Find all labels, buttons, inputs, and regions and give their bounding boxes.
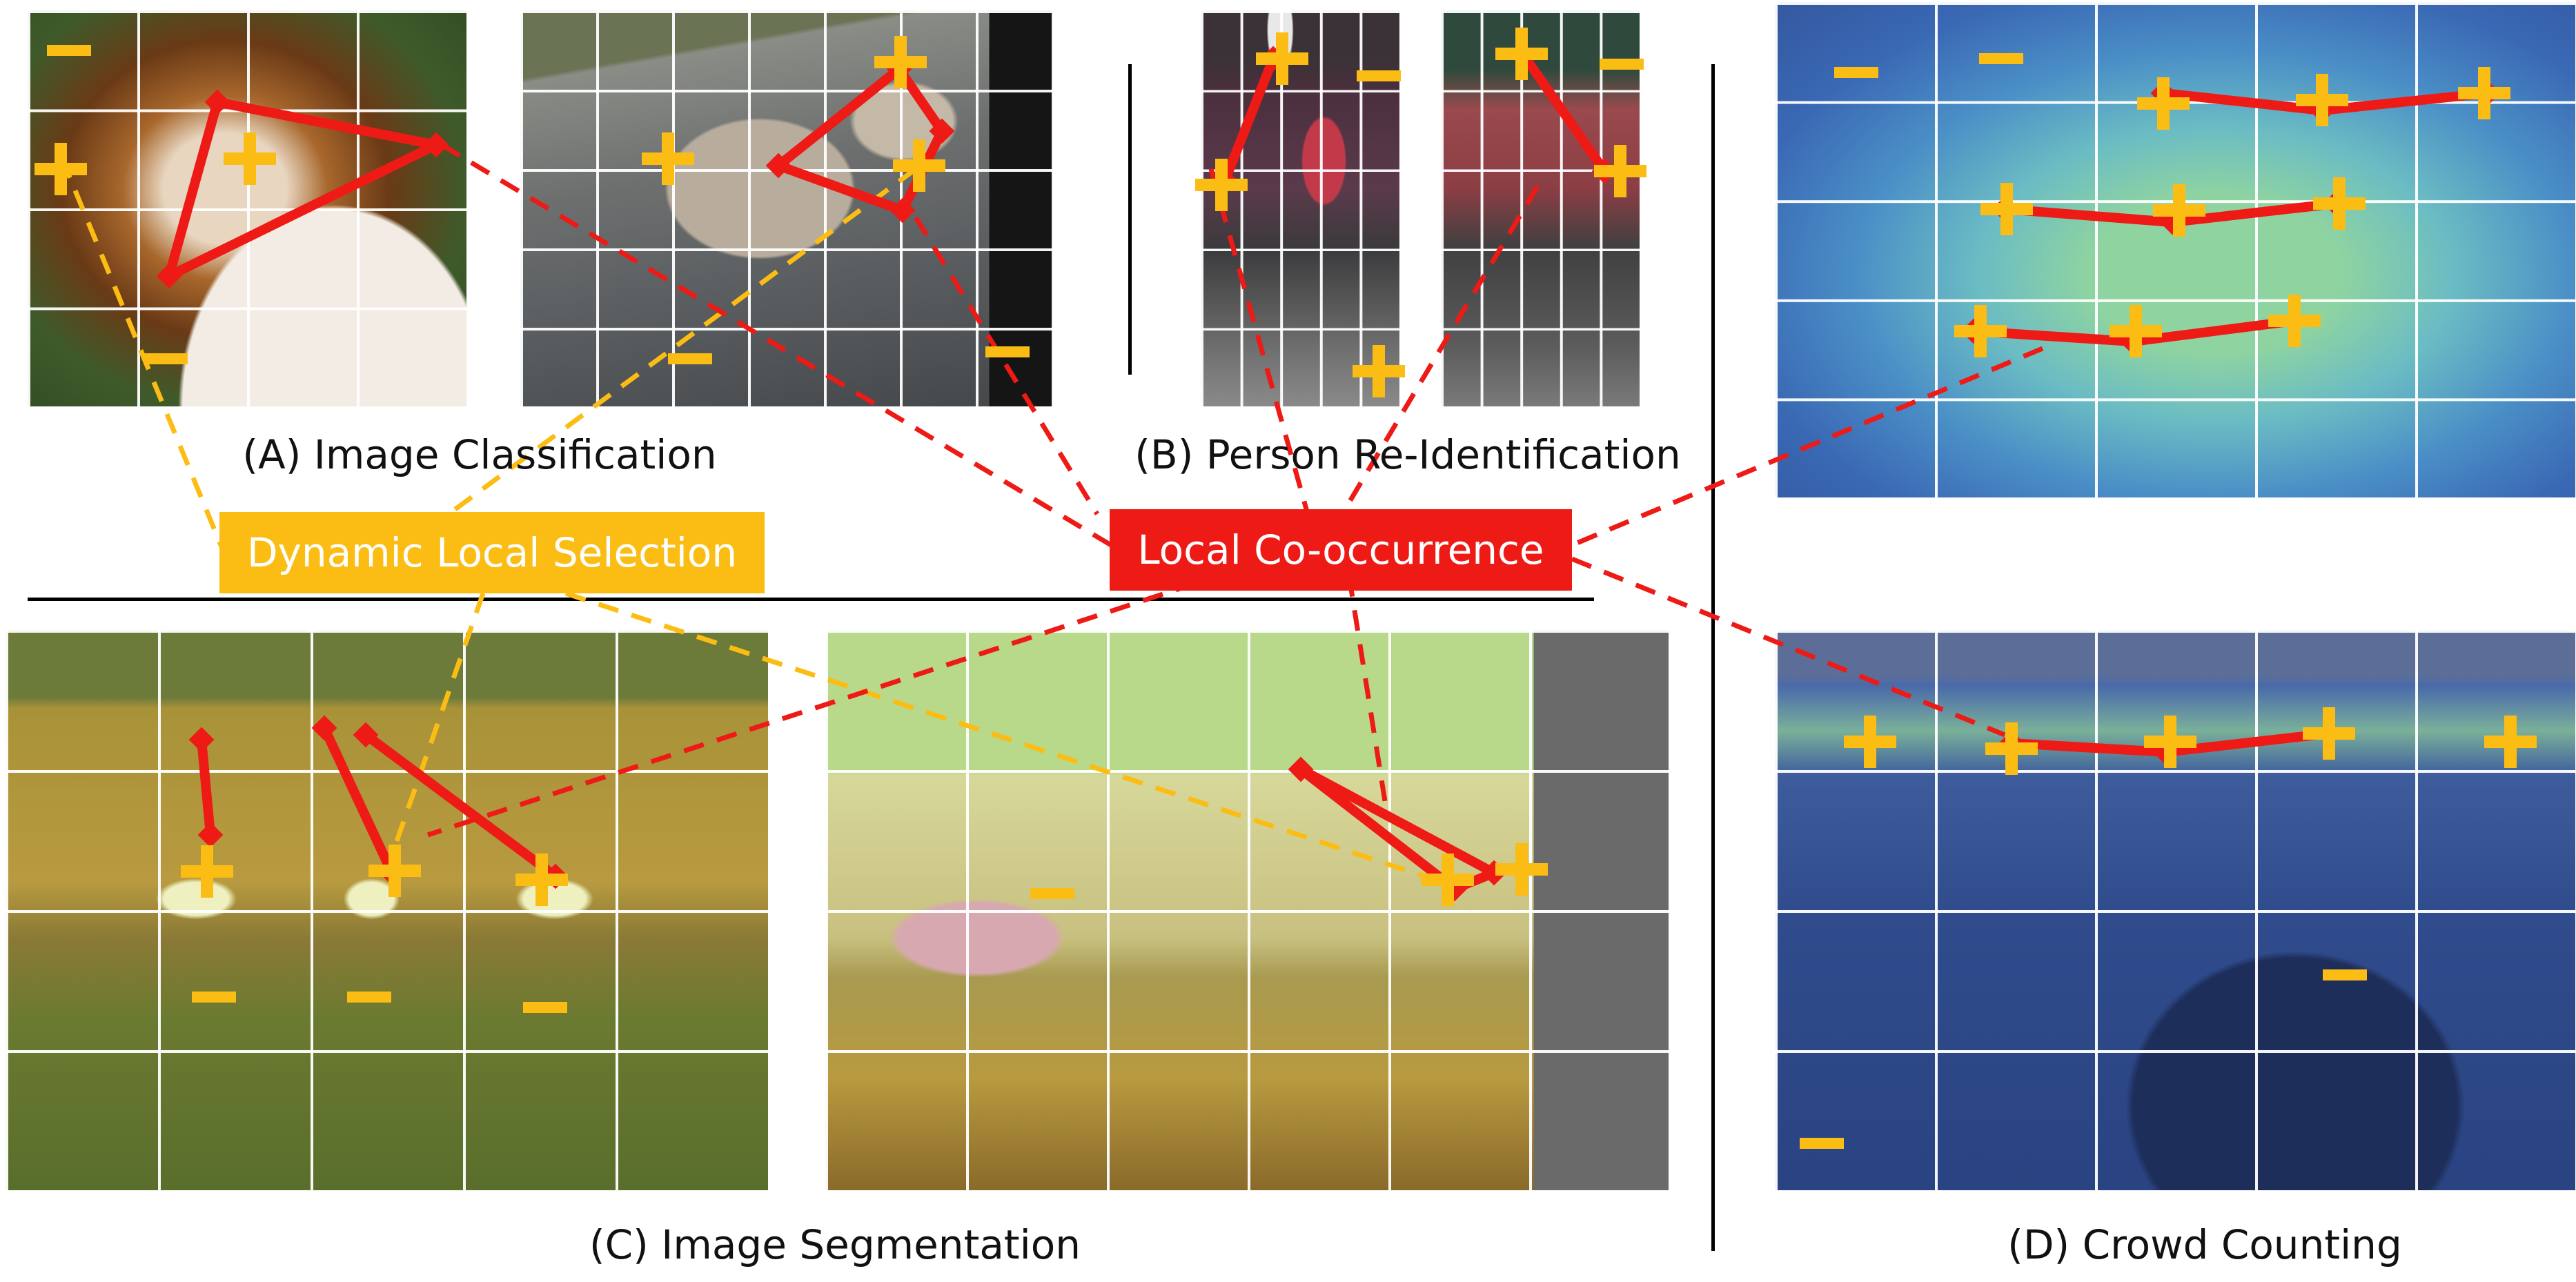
- co-occurrence-skeletons: [164, 52, 2488, 894]
- plus-icon: [224, 132, 276, 185]
- caption-image-segmentation: (C) Image Segmentation: [589, 1221, 1081, 1268]
- skeleton-kitchen: [1297, 765, 1499, 894]
- minus-icon: [192, 992, 236, 1003]
- red-dashed-connectors: [426, 142, 2044, 838]
- connector-red: [440, 142, 1112, 548]
- plus-icon: [1594, 145, 1646, 197]
- plus-icon: [2137, 77, 2190, 130]
- panel-a-dog-face: [28, 10, 466, 406]
- connector-yellow: [433, 167, 918, 526]
- plus-icon: [35, 143, 87, 195]
- connector-red: [1571, 346, 2044, 548]
- connector-red: [1346, 575, 1390, 815]
- plus-icon: [1980, 183, 2033, 235]
- plus-icon: [1495, 843, 1548, 896]
- plus-icon: [515, 854, 568, 906]
- minus-icon: [144, 353, 188, 364]
- panel-c-hall: [6, 630, 768, 1190]
- skeleton-person-2: [1520, 52, 1609, 175]
- local-co-occurrence-label: Local Co-occurrence: [1110, 509, 1572, 591]
- divider-vertical-d: [1711, 64, 1715, 1251]
- grid-overlay: [1775, 2, 2575, 497]
- plus-icon: [2296, 74, 2348, 126]
- connector-red: [426, 570, 1230, 838]
- plus-icon: [2153, 184, 2205, 237]
- plus-icon: [2110, 305, 2162, 357]
- grid-overlay: [6, 630, 768, 1190]
- plus-icon: [2268, 295, 2321, 347]
- plus-icon: [2458, 67, 2510, 119]
- plus-icon: [1844, 716, 1896, 768]
- connector-red: [1208, 168, 1310, 515]
- minus-icon: [985, 346, 1030, 357]
- minus-icon: [2323, 969, 2367, 980]
- divider-horizontal: [28, 598, 1594, 601]
- connector-red: [1571, 556, 2006, 738]
- yellow-dashed-connectors: [59, 157, 1457, 889]
- minus-icon: [47, 45, 91, 56]
- panel-d-crowd-bottom: [1775, 630, 2575, 1190]
- minus-icon: [1357, 70, 1401, 81]
- connector-red: [914, 216, 1099, 515]
- connector-yellow: [59, 157, 225, 550]
- skeleton-hall-2: [319, 726, 397, 875]
- plus-icon: [2313, 177, 2366, 230]
- plus-icon: [642, 132, 694, 185]
- minus-icon: [1030, 888, 1074, 899]
- minus-icon: [1600, 59, 1644, 70]
- plus-icon: [2484, 716, 2537, 768]
- grid-overlay: [28, 10, 466, 406]
- divider-b-left: [1128, 64, 1132, 375]
- plus-icon: [368, 845, 421, 897]
- plus-icon: [1195, 159, 1248, 211]
- minus-icon: [668, 353, 712, 364]
- minus-icon: [1834, 67, 1878, 78]
- caption-image-classification: (A) Image Classification: [242, 431, 717, 478]
- skeleton-person-1: [1220, 57, 1278, 183]
- minus-icon: [1800, 1138, 1844, 1149]
- skeleton-hall-3: [362, 731, 559, 880]
- plus-icon: [1954, 305, 2007, 357]
- caption-crowd-counting: (D) Crowd Counting: [2007, 1221, 2402, 1268]
- plus-icon: [2144, 716, 2196, 768]
- connector-yellow: [384, 592, 486, 872]
- plus-icon: [181, 845, 233, 898]
- minus-icon: [347, 992, 391, 1003]
- connector-red: [1339, 185, 1540, 515]
- plus-icon: [1353, 345, 1405, 397]
- panel-d-crowd-top: [1775, 2, 2575, 497]
- dynamic-local-selection-label: Dynamic Local Selection: [219, 512, 765, 593]
- grid-overlay: [520, 10, 1053, 406]
- panel-a-dog-standing: [520, 10, 1053, 406]
- minus-icon: [523, 1002, 567, 1013]
- skeleton-dog-face: [164, 97, 441, 281]
- connector-yellow: [564, 591, 1457, 889]
- caption-person-re-identification: (B) Person Re-Identification: [1134, 431, 1681, 478]
- plus-icon: [2303, 707, 2355, 760]
- minus-icon: [1979, 53, 2023, 64]
- skeleton-hall-1: [197, 739, 215, 836]
